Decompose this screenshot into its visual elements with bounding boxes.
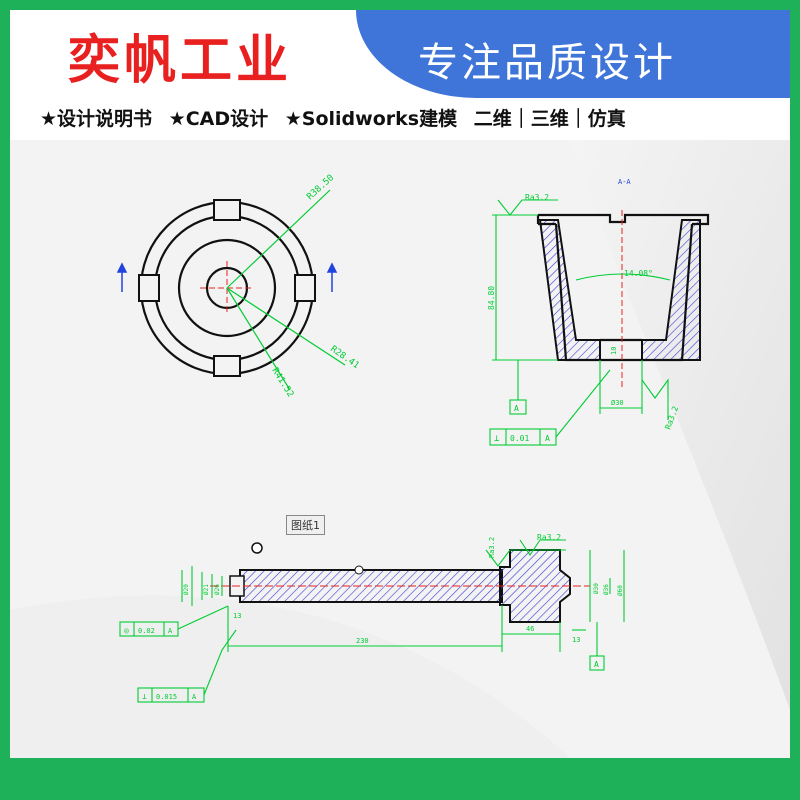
tolerance-symbol: ⊥ (494, 434, 500, 444)
dim-flange: 46 (526, 625, 534, 633)
tolerance-datum: A (168, 627, 173, 635)
figure-label: 图纸1 (286, 515, 325, 535)
mid-circle (177, 238, 277, 338)
tolerance-datum: A (192, 693, 197, 701)
dim-chamfer: 13 (572, 636, 580, 644)
slot-top (213, 199, 241, 221)
datum-letter: A (594, 660, 599, 669)
tolerance-symbol: ◎ (124, 626, 129, 635)
tolerance-value: 0.02 (138, 627, 155, 635)
slogan-text: 专注品质设计 (418, 40, 676, 86)
services-line: ★设计说明书 ★CAD设计 ★Solidworks建模 二维｜三维｜仿真 (40, 104, 636, 131)
slogan-banner (356, 10, 790, 98)
dim-bore: Ø30 (611, 399, 624, 407)
dim-length: 230 (356, 637, 369, 645)
dim-height: 84.80 (487, 286, 496, 310)
tolerance-value: 0.01 (510, 434, 529, 443)
dim-dia: Ø36 (603, 584, 610, 595)
bottom-bar (0, 758, 800, 800)
brand-title: 奕帆工业 (68, 31, 293, 91)
slot-right (294, 274, 316, 302)
roughness-label: Ra3.2 (488, 537, 496, 558)
service-item: ★CAD设计 (168, 108, 269, 130)
datum-letter: A (514, 404, 519, 413)
dim-dia: Ø30 (593, 583, 600, 594)
service-item: 二维｜三维｜仿真 (473, 108, 626, 130)
service-item: ★设计说明书 (40, 108, 153, 130)
dim-dia: Ø20 (183, 584, 190, 595)
roughness-label: Ra3.2 (537, 533, 561, 542)
datum-box (509, 399, 527, 415)
dim-dia: Ø60 (617, 585, 624, 596)
dim-dia: Ø26 (214, 584, 221, 595)
tolerance-value: 0.015 (156, 693, 177, 701)
dim-angle: 14.08° (624, 269, 653, 278)
roughness-label: Ra3.2 (525, 193, 549, 202)
dim-dia: Ø21 (203, 584, 210, 595)
content-panel: 奕帆工业 专注品质设计 ★设计说明书 ★CAD设计 ★Solidworks建模 … (10, 10, 790, 758)
dim-depth: 10 (610, 347, 618, 355)
slot-bottom (213, 355, 241, 377)
drawing-shaft-view: Ra3.2 Ra3.2 230 46 13 13 Ø20 Ø21 Ø26 Ø60… (119, 533, 625, 703)
dim-end: 13 (233, 612, 241, 620)
service-item: ★Solidworks建模 (284, 108, 458, 130)
tolerance-datum: A (545, 434, 550, 443)
drawing-top-view: R38.50 R28.41 R41.52 (116, 173, 361, 399)
slot-left (138, 274, 160, 302)
drawing-section-view: A-A Ra3.2 Ra (487, 178, 710, 446)
tolerance-symbol: ⊥ (142, 692, 147, 701)
section-label: A-A (618, 178, 631, 186)
